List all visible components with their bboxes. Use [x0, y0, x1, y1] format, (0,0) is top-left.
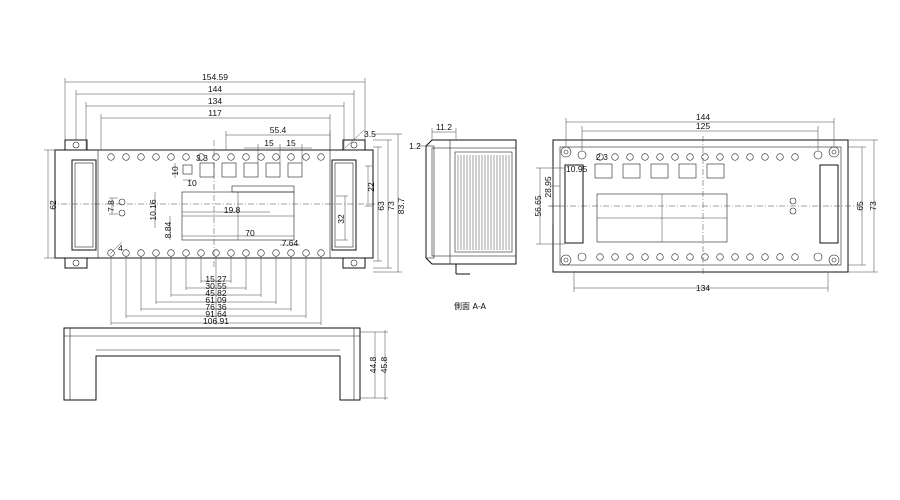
dim-154-59: 154.59 — [202, 72, 228, 82]
dim-right-125: 125 — [696, 121, 710, 131]
dim-44-8: 44.8 — [368, 356, 378, 373]
dim-91-64: 91.64 — [205, 309, 227, 319]
right-view — [548, 136, 860, 276]
dim-19-8: 19.8 — [224, 205, 241, 215]
dim-15-a: 15 — [264, 138, 274, 148]
dim-right-134: 134 — [696, 283, 710, 293]
dim-63: 63 — [376, 201, 386, 211]
dim-73: 73 — [386, 201, 396, 211]
right-view-dimensions: 144 125 134 56.65 28.95 65 73 2.3 10.95 — [533, 112, 878, 293]
dim-76-36: 76.36 — [205, 302, 227, 312]
dim-45-82: 45.82 — [205, 288, 227, 298]
dim-83-7: 83.7 — [396, 197, 406, 214]
side-fins — [457, 155, 510, 250]
dim-30-55: 30.55 — [205, 281, 227, 291]
dim-144: 144 — [208, 84, 222, 94]
dim-3-5: 3.5 — [364, 129, 376, 139]
dim-61-09: 61.09 — [205, 295, 227, 305]
side-view: 11.2 1.2 側面 A-A — [409, 122, 517, 311]
dim-right-73: 73 — [868, 201, 878, 211]
dim-22: 22 — [366, 182, 376, 192]
dim-4: 4 — [118, 243, 123, 253]
dim-15-b: 15 — [286, 138, 296, 148]
dim-28-95: 28.95 — [543, 176, 553, 198]
dim-134: 134 — [208, 96, 222, 106]
dim-106-91: 106.91 — [203, 316, 229, 326]
dim-10-h: 10 — [187, 178, 197, 188]
dim-56-65: 56.65 — [533, 195, 543, 217]
dim-8-84: 8.84 — [163, 221, 173, 238]
dim-2-3: 2.3 — [596, 152, 608, 162]
dim-right-144: 144 — [696, 112, 710, 122]
dim-1-2: 1.2 — [409, 141, 421, 151]
front-inner-labels: 3.5 3.3 10 10 7.8 10.16 8.84 19.8 70 7.6… — [106, 129, 376, 255]
dim-65: 65 — [855, 201, 865, 211]
dim-45-8: 45.8 — [379, 356, 389, 373]
dim-7-8: 7.8 — [106, 200, 116, 212]
top-terminal-holes — [107, 153, 325, 161]
right-bottom-holes — [596, 253, 799, 261]
front-left-dimensions: 62 — [44, 149, 58, 259]
dim-15-27: 15.27 — [205, 274, 227, 284]
section-caption: 側面 A-A — [454, 301, 487, 311]
dim-55-4: 55.4 — [270, 125, 287, 135]
dim-7-64: 7.64 — [282, 238, 299, 248]
front-bottom-dimensions: 15.27 30.55 45.82 61.09 76.36 91.64 106.… — [110, 256, 322, 326]
dim-117: 117 — [208, 108, 222, 118]
dim-70: 70 — [245, 228, 255, 238]
dim-11-2: 11.2 — [436, 122, 452, 132]
front-right-dimensions: 22 63 73 83.7 32 — [336, 133, 406, 273]
dim-32: 32 — [336, 214, 346, 224]
bottom-terminal-holes — [107, 249, 325, 257]
bottom-view: 44.8 45.8 — [63, 327, 389, 401]
front-top-dimensions: 154.59 144 134 117 55.4 15 15 — [64, 72, 366, 163]
front-view — [50, 139, 380, 269]
dim-10-16: 10.16 — [148, 199, 158, 221]
right-top-holes — [596, 153, 799, 161]
dim-10-95: 10.95 — [566, 164, 588, 174]
dim-10-v: 10 — [170, 166, 180, 176]
dim-62: 62 — [48, 200, 58, 210]
dim-3-3: 3.3 — [196, 153, 208, 163]
